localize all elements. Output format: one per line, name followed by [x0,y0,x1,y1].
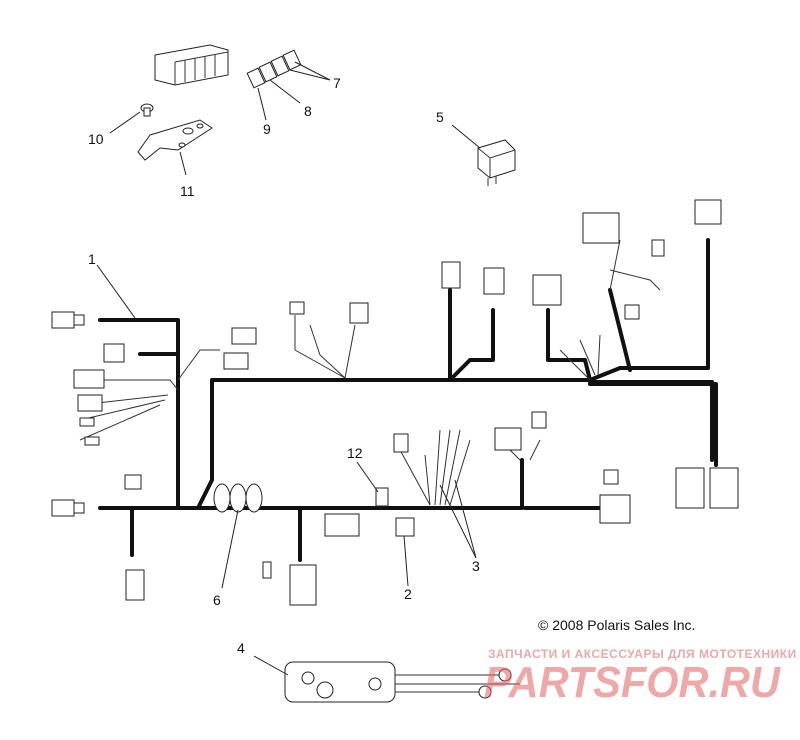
fuse-box-cover [154,44,229,86]
callout-8: 8 [304,103,312,119]
branch-wires [79,239,661,506]
mounting-bracket [137,119,213,161]
screw [140,103,154,117]
battery-cable [284,661,520,703]
callout-4: 4 [237,640,245,656]
callout-5: 5 [436,109,444,125]
callout-7: 7 [333,75,341,91]
callout-11: 11 [180,183,195,199]
callout-3: 3 [472,558,480,574]
watermark-logo-text: PARTSFOR.RU [484,658,781,705]
callout-12: 12 [347,445,363,461]
connectors [51,199,739,606]
leader-lines [96,264,477,676]
watermark-subtitle: ЗАПЧАСТИ И АКСЕССУАРЫ ДЛЯ МОТОТЕХНИКИ [488,647,797,661]
callout-10: 10 [88,131,104,147]
relay [477,139,516,186]
callout-1: 1 [88,251,96,267]
callout-9: 9 [263,121,271,137]
callout-2: 2 [404,586,412,602]
callout-6: 6 [213,592,221,608]
copyright-notice: © 2008 Polaris Sales Inc. [538,617,696,633]
watermark-logo: PARTSFOR.RU [484,658,781,705]
main-harness [98,238,718,562]
fuse-set [246,49,302,89]
